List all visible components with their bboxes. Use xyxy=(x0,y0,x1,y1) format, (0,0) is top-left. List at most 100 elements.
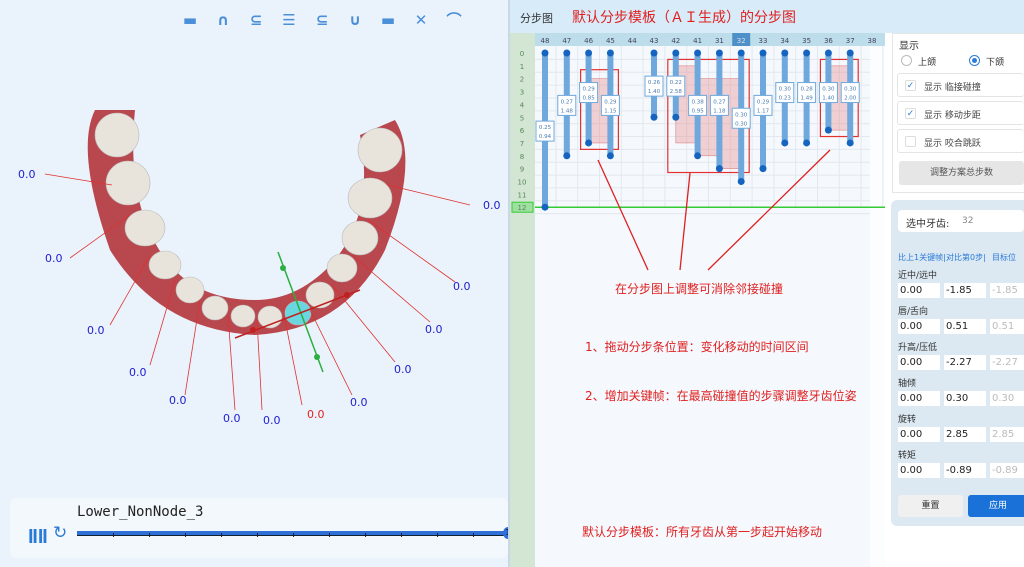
left-view-icon[interactable]: ⊆ xyxy=(315,11,329,29)
checkbox[interactable]: ✓ xyxy=(905,108,916,119)
bar-end-handle[interactable] xyxy=(650,113,658,121)
lower-arch-icon[interactable]: ∪ xyxy=(348,11,362,29)
delta-input[interactable]: 0.00 xyxy=(898,427,940,442)
axis-handle[interactable] xyxy=(344,292,350,298)
checkbox-label: 显示 临接碰撞 xyxy=(924,83,981,93)
column-header[interactable]: 38 xyxy=(868,37,877,45)
step0-input[interactable]: -1.85 xyxy=(944,283,986,298)
bar-start-handle[interactable] xyxy=(737,49,745,57)
bar-end-handle[interactable] xyxy=(824,126,832,134)
bar-start-handle[interactable] xyxy=(715,49,723,57)
column-header[interactable]: 43 xyxy=(650,37,659,45)
selected-column-header[interactable] xyxy=(732,33,751,46)
anterior-view-icon[interactable]: ▬ xyxy=(182,11,198,29)
occlusion-view-icon[interactable]: ⌒ xyxy=(446,11,462,29)
reset-button[interactable]: 重置 xyxy=(898,495,963,517)
checkbox-row[interactable]: ✓ 显示 临接碰撞 xyxy=(897,73,1024,97)
bar-end-handle[interactable] xyxy=(541,203,549,211)
bar-start-handle[interactable] xyxy=(759,49,767,57)
step0-input[interactable]: -0.89 xyxy=(944,463,986,478)
axis-handle[interactable] xyxy=(314,354,320,360)
bar-end-handle[interactable] xyxy=(803,139,811,147)
bar-start-handle[interactable] xyxy=(672,49,680,57)
bar-start-handle[interactable] xyxy=(803,49,811,57)
header-target[interactable]: 目标位 xyxy=(992,253,1016,262)
column-header[interactable]: 35 xyxy=(802,37,811,45)
posterior-view-icon[interactable]: ▬ xyxy=(380,11,396,29)
column-header[interactable]: 42 xyxy=(671,37,680,45)
axis-long[interactable] xyxy=(277,251,324,373)
slider-tick xyxy=(329,533,330,537)
front-view-icon[interactable]: ☰ xyxy=(282,11,296,29)
chart-scrollbar[interactable] xyxy=(870,46,885,567)
column-header[interactable]: 47 xyxy=(562,37,571,45)
step0-input[interactable]: 0.30 xyxy=(944,391,986,406)
radio-upper[interactable] xyxy=(901,55,912,66)
bar-end-handle[interactable] xyxy=(737,178,745,185)
step-slider[interactable]: 1 xyxy=(77,527,513,539)
annotation-arrow xyxy=(707,149,831,271)
right-view-icon[interactable]: ⊆ xyxy=(249,11,263,29)
step0-input[interactable]: -2.27 xyxy=(944,355,986,370)
bar-end-handle[interactable] xyxy=(672,113,680,121)
bar-start-handle[interactable] xyxy=(650,49,658,57)
view-toolbar: ▬ ∩ ⊆ ☰ ⊆ ∪ ▬ ✕ ⌒ xyxy=(180,10,464,30)
replay-icon[interactable]: ↻ xyxy=(53,523,68,543)
bar-start-handle[interactable] xyxy=(846,49,854,57)
column-header[interactable]: 37 xyxy=(846,37,855,45)
delta-input[interactable]: 0.00 xyxy=(898,319,940,334)
axis-handle[interactable] xyxy=(250,327,256,333)
delta-input[interactable]: 0.00 xyxy=(898,283,940,298)
tooth-select[interactable]: 选中牙齿: 32 xyxy=(898,210,1024,232)
column-header[interactable]: 44 xyxy=(628,37,637,45)
bar-end-handle[interactable] xyxy=(715,165,723,173)
dental-arch-model[interactable] xyxy=(0,0,508,490)
step0-input[interactable]: 0.51 xyxy=(944,319,986,334)
bar-start-handle[interactable] xyxy=(824,49,832,57)
bar-end-handle[interactable] xyxy=(846,139,854,147)
steps-icon[interactable]: ǁǁ xyxy=(28,526,48,544)
splitter[interactable] xyxy=(508,0,510,567)
bar-end-handle[interactable] xyxy=(585,139,593,147)
staging-chart[interactable]: 0.250.940.271.480.290.850.291.150.261.40… xyxy=(510,0,885,567)
bar-start-handle[interactable] xyxy=(563,49,571,57)
chart-tab-label[interactable]: 分步图 xyxy=(520,12,553,25)
note-tip2: 2、增加关键帧：在最高碰撞值的步骤调整牙齿位姿 xyxy=(585,389,857,403)
bar-start-handle[interactable] xyxy=(541,49,549,57)
delta-input[interactable]: 0.00 xyxy=(898,463,940,478)
column-header[interactable]: 33 xyxy=(759,37,768,45)
adjust-total-steps-button[interactable]: 调整方案总步数 xyxy=(899,161,1024,185)
upper-arch-icon[interactable]: ∩ xyxy=(216,11,230,29)
step0-input[interactable]: 2.85 xyxy=(944,427,986,442)
bar-start-handle[interactable] xyxy=(781,49,789,57)
column-header[interactable]: 45 xyxy=(606,37,615,45)
header-prev-keyframe[interactable]: 比上1关键帧| xyxy=(898,253,946,262)
column-header[interactable]: 41 xyxy=(693,37,702,45)
apply-button[interactable]: 应用 xyxy=(968,495,1024,517)
radio-lower[interactable] xyxy=(969,55,980,66)
bar-end-handle[interactable] xyxy=(606,152,614,160)
bar-end-handle[interactable] xyxy=(759,165,767,173)
column-header[interactable]: 46 xyxy=(584,37,593,45)
column-header[interactable]: 31 xyxy=(715,37,724,45)
bar-end-handle[interactable] xyxy=(563,152,571,160)
checkbox-row[interactable]: 显示 咬合跳跃 xyxy=(897,129,1024,153)
checkbox[interactable]: ✓ xyxy=(905,80,916,91)
column-header[interactable]: 34 xyxy=(780,37,789,45)
open-bite-view-icon[interactable]: ✕ xyxy=(414,11,428,29)
column-header[interactable]: 32 xyxy=(737,37,746,45)
delta-input[interactable]: 0.00 xyxy=(898,355,940,370)
checkbox-row[interactable]: ✓显示 移动步距 xyxy=(897,101,1024,125)
bar-start-handle[interactable] xyxy=(606,49,614,57)
bar-start-handle[interactable] xyxy=(585,49,593,57)
axis-handle[interactable] xyxy=(280,265,286,271)
checkbox[interactable] xyxy=(905,136,916,147)
bar-end-handle[interactable] xyxy=(781,139,789,147)
bar-end-handle[interactable] xyxy=(694,152,702,160)
bar-start-handle[interactable] xyxy=(694,49,702,57)
column-header[interactable]: 48 xyxy=(541,37,550,45)
delta-input[interactable]: 0.00 xyxy=(898,391,940,406)
column-header[interactable]: 36 xyxy=(824,37,833,45)
header-vs-step0[interactable]: 对比第0步| xyxy=(946,253,986,262)
